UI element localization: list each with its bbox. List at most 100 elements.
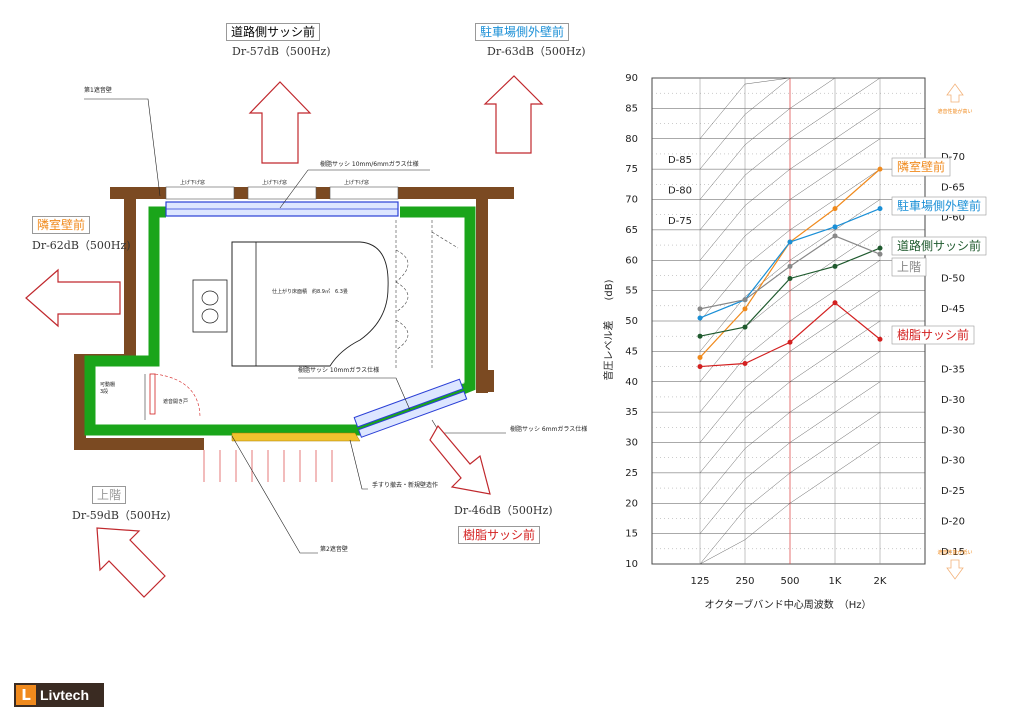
arrow-upstairs — [96, 527, 166, 598]
d-rating-label: D-15 — [941, 547, 965, 558]
series-point-0 — [742, 306, 748, 312]
y-tick-label: 10 — [625, 559, 638, 570]
outer-sash-note: 樹脂サッシ 6mmガラス仕様 — [510, 426, 588, 433]
upstairs-value: Dr-59dB（500Hz) — [72, 509, 171, 522]
bench-seat-a — [201, 290, 219, 306]
y-axis-label: 音圧レベル差 (dB) — [602, 279, 615, 380]
green-wall-inner-line — [95, 217, 465, 425]
series-point-4 — [742, 361, 748, 367]
d-rating-curve — [699, 260, 881, 413]
d-rating-label: D-30 — [941, 395, 965, 406]
first-wall-note: 第1遮音壁 — [84, 87, 112, 94]
series-point-4 — [832, 300, 838, 306]
d-rating-curve — [699, 168, 881, 322]
handrail-note: 手すり撤去・新規壁造作 — [372, 482, 439, 489]
logo-text: Livtech — [40, 687, 90, 703]
series-point-3 — [787, 263, 793, 269]
logo-mark: L — [16, 685, 36, 705]
window-opening-3 — [329, 186, 399, 200]
neighbor-wall-value: Dr-62dB（500Hz) — [32, 239, 131, 252]
d-rating-label: D-30 — [941, 425, 965, 436]
x-tick-label: 125 — [690, 576, 709, 587]
d-rating-label: D-30 — [941, 456, 965, 467]
series-point-0 — [832, 206, 838, 212]
d-rating-curve — [699, 138, 881, 291]
window-opening-2 — [247, 186, 317, 200]
floor-area-note: 仕上がり床面積 約8.9㎡ 6.3畳 — [272, 289, 348, 295]
d-rating-label: D-65 — [941, 182, 965, 193]
y-tick-label: 70 — [625, 195, 638, 206]
piano-keyboard — [231, 241, 257, 367]
d-rating-curve — [699, 77, 881, 231]
series-point-0 — [697, 354, 703, 360]
y-tick-label: 50 — [625, 316, 638, 327]
piano-bench — [192, 279, 228, 333]
x-tick-label: 250 — [735, 576, 754, 587]
top-sash-note: 樹脂サッシ 10mm/6mmガラス仕様 — [320, 161, 419, 168]
series-annotation-4: 樹脂サッシ前 — [891, 325, 975, 345]
resin-sash-title: 樹脂サッシ前 — [458, 526, 541, 544]
balcony-lines — [203, 450, 333, 482]
wall-bottom — [74, 438, 204, 450]
d-rating-label-left: D-85 — [668, 155, 692, 166]
wall-right-cap — [476, 370, 494, 392]
d-rating-label: D-25 — [941, 486, 965, 497]
y-tick-label: 55 — [625, 286, 638, 297]
series-point-4 — [697, 364, 703, 370]
series-annotation-text: 隣室壁前 — [897, 159, 945, 174]
y-tick-label: 35 — [625, 407, 638, 418]
d-rating-curve — [699, 229, 881, 382]
d-rating-label: D-50 — [941, 273, 965, 284]
series-point-3 — [697, 306, 703, 312]
series-annotation-2: 道路側サッシ前 — [891, 236, 987, 256]
d-rating-curve — [699, 199, 881, 352]
wall-left-lower — [74, 354, 86, 450]
d-rating-curve — [699, 351, 881, 504]
series-point-4 — [877, 336, 883, 342]
series-annotation-box — [891, 236, 987, 256]
down-arrow-icon — [946, 559, 964, 580]
d-rating-curve — [699, 77, 880, 139]
arrow-parking — [483, 75, 544, 154]
d-rating-curve — [699, 290, 881, 443]
door-swings-right — [395, 220, 459, 370]
arrow-neighbor — [25, 268, 121, 328]
y-tick-label: 25 — [625, 468, 638, 479]
y-tick-label: 60 — [625, 255, 638, 266]
wall-left-upper — [124, 187, 136, 355]
series-point-1 — [787, 239, 793, 245]
x-tick-label: 2K — [874, 576, 887, 587]
window-opening-1 — [165, 186, 235, 200]
d-rating-label: D-35 — [941, 365, 965, 376]
resin-sash-value: Dr-46dB（500Hz) — [454, 504, 553, 517]
parking-wall-value: Dr-63dB（500Hz) — [487, 45, 586, 58]
piano-outline — [231, 241, 389, 367]
series-annotation-text: 道路側サッシ前 — [897, 238, 981, 253]
door-note: 遮音開き戸 — [163, 399, 189, 405]
y-tick-label: 20 — [625, 498, 638, 509]
storage-note: 可動棚 3段 — [100, 382, 116, 395]
series-annotation-box — [891, 257, 927, 277]
series-point-1 — [877, 206, 883, 212]
green-sound-wall — [84, 206, 476, 436]
series-annotation-0: 隣室壁前 — [891, 157, 951, 177]
d-rating-curve — [699, 411, 881, 565]
arrow-resin — [429, 424, 491, 495]
window-note-2: 上げ下げ窓 — [262, 180, 288, 186]
y-tick-label: 45 — [625, 346, 638, 357]
series-point-1 — [832, 224, 838, 230]
series-point-2 — [742, 324, 748, 330]
series-point-2 — [832, 263, 838, 269]
series-annotation-box — [891, 157, 951, 177]
d-rating-label: D-60 — [941, 213, 965, 224]
window-note-3: 上げ下げ窓 — [344, 180, 370, 186]
top-note: 遮音性能が高い — [937, 108, 972, 115]
d-rating-label: D-70 — [941, 152, 965, 163]
series-annotation-box — [891, 196, 987, 216]
y-tick-label: 40 — [625, 377, 638, 388]
series-point-3 — [832, 233, 838, 239]
livtech-logo: L Livtech — [14, 683, 104, 707]
series-point-2 — [787, 275, 793, 281]
